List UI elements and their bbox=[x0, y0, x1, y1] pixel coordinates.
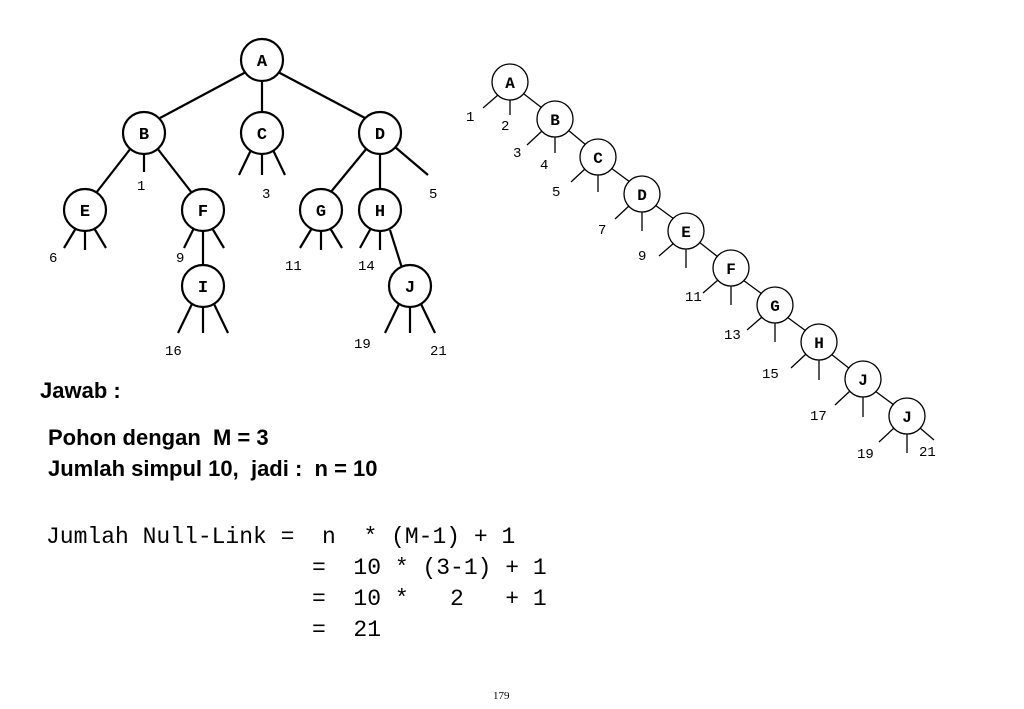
svg-text:F: F bbox=[198, 203, 208, 222]
left-tree-edges bbox=[63, 71, 436, 334]
svg-text:B: B bbox=[550, 112, 560, 130]
right-node-d: D bbox=[623, 175, 661, 213]
right-null-label: 4 bbox=[540, 158, 548, 174]
left-null-label: 1 bbox=[137, 179, 145, 195]
left-node-a: A bbox=[239, 37, 285, 83]
right-null-label: 15 bbox=[762, 367, 779, 383]
right-node-j1: J bbox=[844, 360, 882, 398]
right-tree-nodes: A B C D E F G H J J bbox=[491, 63, 926, 435]
right-null-link-labels: 1 2 3 4 5 7 9 11 13 15 17 19 21 bbox=[466, 110, 936, 463]
svg-text:H: H bbox=[814, 335, 824, 353]
svg-text:J: J bbox=[405, 279, 415, 298]
right-null-label: 9 bbox=[638, 249, 646, 265]
left-node-g: G bbox=[298, 187, 344, 233]
svg-text:F: F bbox=[726, 261, 736, 279]
right-null-label: 21 bbox=[919, 445, 936, 461]
formula-line-3: = 10 * 2 + 1 bbox=[312, 586, 547, 612]
svg-text:A: A bbox=[257, 53, 268, 72]
left-node-f: F bbox=[180, 187, 226, 233]
svg-text:C: C bbox=[593, 150, 603, 168]
left-null-label: 3 bbox=[262, 187, 270, 203]
formula-line-1: Jumlah Null-Link = n * (M-1) + 1 bbox=[46, 524, 516, 550]
svg-text:D: D bbox=[375, 126, 385, 145]
formula-line-2: = 10 * (3-1) + 1 bbox=[312, 555, 547, 581]
left-null-link-labels: 1 3 5 6 9 11 14 16 19 21 bbox=[49, 179, 447, 360]
left-node-b: B bbox=[121, 110, 167, 156]
answer-line-2: Jumlah simpul 10, jadi : n = 10 bbox=[48, 456, 378, 481]
svg-text:E: E bbox=[681, 224, 691, 242]
left-null-label: 14 bbox=[358, 259, 375, 275]
left-null-label: 9 bbox=[176, 251, 184, 267]
right-node-e: E bbox=[667, 212, 705, 250]
svg-text:B: B bbox=[139, 126, 149, 145]
left-node-e: E bbox=[62, 187, 108, 233]
right-null-label: 11 bbox=[685, 290, 702, 306]
left-null-label: 19 bbox=[354, 337, 371, 353]
right-null-label: 7 bbox=[598, 223, 606, 239]
left-null-label: 16 bbox=[165, 344, 182, 360]
left-tree-nodes: A B C D E F G H I J bbox=[62, 37, 433, 309]
right-node-c: C bbox=[579, 138, 617, 176]
left-null-label: 11 bbox=[285, 259, 302, 275]
svg-text:C: C bbox=[257, 126, 267, 145]
right-null-label: 1 bbox=[466, 110, 474, 126]
page-number: 179 bbox=[493, 690, 510, 702]
right-node-j2: J bbox=[888, 397, 926, 435]
left-node-d: D bbox=[357, 110, 403, 156]
right-null-label: 17 bbox=[810, 409, 827, 425]
right-null-label: 19 bbox=[857, 447, 874, 463]
left-null-label: 21 bbox=[430, 344, 447, 360]
right-node-h: H bbox=[800, 323, 838, 361]
left-node-i: I bbox=[180, 263, 226, 309]
svg-text:D: D bbox=[637, 187, 647, 205]
left-node-j: J bbox=[387, 263, 433, 309]
svg-text:J: J bbox=[858, 372, 868, 390]
right-node-b: B bbox=[536, 100, 574, 138]
svg-text:E: E bbox=[80, 203, 90, 222]
right-null-label: 2 bbox=[501, 119, 509, 135]
formula-line-4: = 21 bbox=[312, 617, 382, 643]
right-null-label: 13 bbox=[724, 328, 741, 344]
svg-text:G: G bbox=[316, 203, 326, 222]
left-node-c: C bbox=[239, 110, 285, 156]
right-node-f: F bbox=[712, 249, 750, 287]
svg-text:J: J bbox=[902, 409, 912, 427]
svg-text:G: G bbox=[770, 298, 780, 316]
left-null-label: 5 bbox=[429, 187, 437, 203]
answer-line-1: Pohon dengan M = 3 bbox=[48, 425, 269, 450]
right-tree-edges bbox=[482, 93, 935, 453]
answer-heading: Jawab : bbox=[40, 378, 121, 403]
svg-text:A: A bbox=[505, 75, 515, 93]
right-node-g: G bbox=[756, 286, 794, 324]
right-node-a: A bbox=[491, 63, 529, 101]
left-node-h: H bbox=[357, 187, 403, 233]
right-null-label: 5 bbox=[552, 185, 560, 201]
left-null-label: 6 bbox=[49, 251, 57, 267]
right-null-label: 3 bbox=[513, 146, 521, 162]
svg-text:H: H bbox=[375, 203, 385, 222]
svg-text:I: I bbox=[198, 279, 208, 298]
